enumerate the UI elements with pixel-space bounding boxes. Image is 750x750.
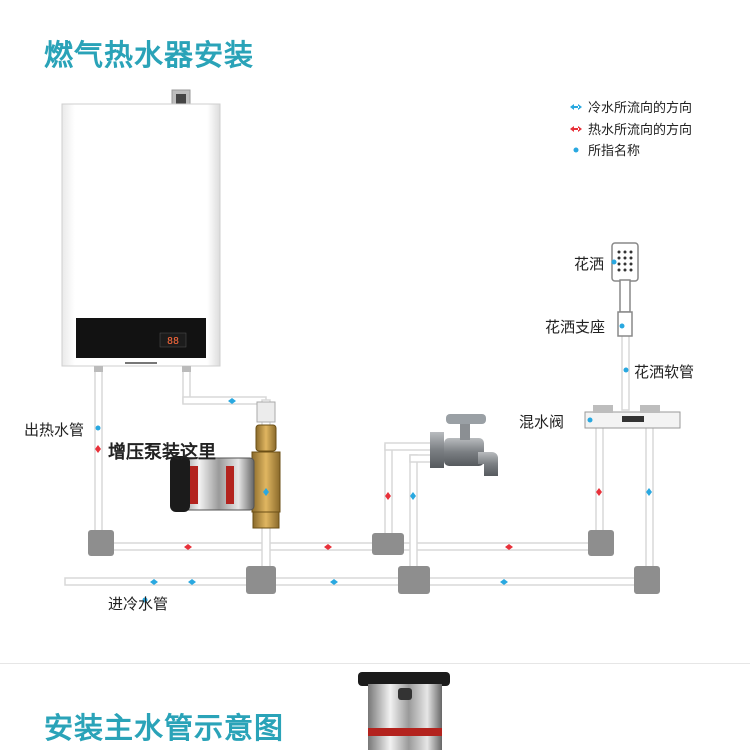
section-divider xyxy=(0,663,750,664)
shower-label: 花洒 xyxy=(574,255,605,273)
heater-display-digits: 88 xyxy=(167,336,179,347)
shower-holder xyxy=(617,311,633,337)
elbow-fitting xyxy=(588,530,614,556)
mixing-valve xyxy=(584,405,681,429)
pointer-dot-icon xyxy=(573,147,579,152)
cold-flow-arrow xyxy=(500,579,508,585)
elbow-fitting xyxy=(88,530,114,556)
hot-main-pipe xyxy=(99,542,601,551)
pointer-dot xyxy=(142,597,148,603)
pointer-dot xyxy=(623,367,629,373)
tee-fitting xyxy=(398,566,430,594)
legend-cold-flow-label: 冷水所流向的方向 xyxy=(588,101,693,116)
booster-pump xyxy=(170,401,281,529)
hot-flow-arrow xyxy=(324,544,332,550)
faucet-cold-riser xyxy=(409,454,418,581)
pointer-dot xyxy=(611,259,617,265)
cold-flow-arrow xyxy=(646,488,652,496)
pointer-dots xyxy=(95,259,629,603)
hot-outlet-pipe-vertical xyxy=(94,364,103,541)
pointer-dot xyxy=(619,323,625,329)
pump-flow-switch xyxy=(255,424,277,452)
hot-flow-arrow xyxy=(596,488,602,496)
heater-control-panel xyxy=(76,318,206,358)
legend-name-pointer-label: 所指名称 xyxy=(588,144,641,159)
legend-hot-flow-label: 热水所流向的方向 xyxy=(588,123,693,138)
shower xyxy=(611,242,639,337)
flow-arrows xyxy=(95,398,652,585)
pipe-fittings xyxy=(88,530,660,594)
tee-fitting xyxy=(372,533,404,555)
hot-outlet-pipe-label: 出热水管 xyxy=(24,421,85,439)
hot-flow-arrow xyxy=(95,445,101,453)
pointer-dot xyxy=(95,425,101,431)
cold-flow-arrow-icon xyxy=(570,103,582,110)
cold-flow-arrow xyxy=(150,579,158,585)
cold-flow-arrow xyxy=(263,488,269,496)
secondary-title: 安装主水管示意图 xyxy=(44,711,285,745)
hot-flow-arrow xyxy=(385,492,391,500)
tee-fitting xyxy=(246,566,276,594)
faucet xyxy=(430,414,498,476)
legend-cold-flow: 冷水所流向的方向 xyxy=(570,97,692,116)
cold-flow-arrow xyxy=(410,492,416,500)
legend-name-pointer: 所指名称 xyxy=(570,140,640,159)
shower-handle xyxy=(619,279,631,313)
pointer-dot xyxy=(587,417,593,423)
heater-inlet-run xyxy=(182,396,267,405)
cold-flow-arrow xyxy=(228,398,236,404)
hot-flow-arrow xyxy=(184,544,192,550)
shower-holder-label: 花洒支座 xyxy=(545,318,606,336)
elbow-fitting xyxy=(634,566,660,594)
shower-hose-label: 花洒软管 xyxy=(634,363,695,381)
cold-flow-arrow xyxy=(188,579,196,585)
hot-flow-arrow-icon xyxy=(570,125,582,132)
cold-inlet-pipe-label: 进冷水管 xyxy=(108,595,169,613)
mixing-valve-label: 混水阀 xyxy=(519,413,565,431)
legend-hot-flow: 热水所流向的方向 xyxy=(570,119,692,138)
shower-hose-pipe xyxy=(621,334,630,411)
pump-photo-preview xyxy=(358,672,450,750)
cold-flow-arrow xyxy=(330,579,338,585)
hot-flow-arrow xyxy=(505,544,513,550)
heater-display xyxy=(159,332,187,348)
mixer-hot-riser xyxy=(595,424,604,544)
gas-water-heater: 88 xyxy=(61,89,221,372)
main-title: 燃气热水器安装 xyxy=(44,38,255,72)
mixer-cold-riser xyxy=(645,424,654,581)
pump-location-label: 增压泵装这里 xyxy=(108,442,216,463)
